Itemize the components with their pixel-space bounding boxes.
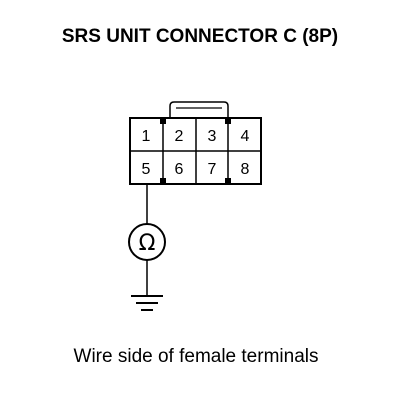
connector-8p: 1 2 3 4 5 6 7 8 bbox=[129, 101, 262, 185]
pin-6: 6 bbox=[175, 161, 184, 178]
pin-8: 8 bbox=[241, 161, 250, 178]
pin-4: 4 bbox=[241, 128, 250, 145]
diagram-caption: Wire side of female terminals bbox=[74, 346, 319, 367]
ohmmeter-icon: Ω bbox=[128, 223, 166, 261]
pin-2: 2 bbox=[175, 128, 184, 145]
diagram-title: SRS UNIT CONNECTOR C (8P) bbox=[62, 26, 338, 47]
pin-7: 7 bbox=[208, 161, 217, 178]
pin-1: 1 bbox=[142, 128, 151, 145]
ohm-symbol: Ω bbox=[139, 231, 156, 256]
pin-5: 5 bbox=[142, 161, 151, 178]
pin-3: 3 bbox=[208, 128, 217, 145]
ground-icon bbox=[131, 295, 163, 311]
